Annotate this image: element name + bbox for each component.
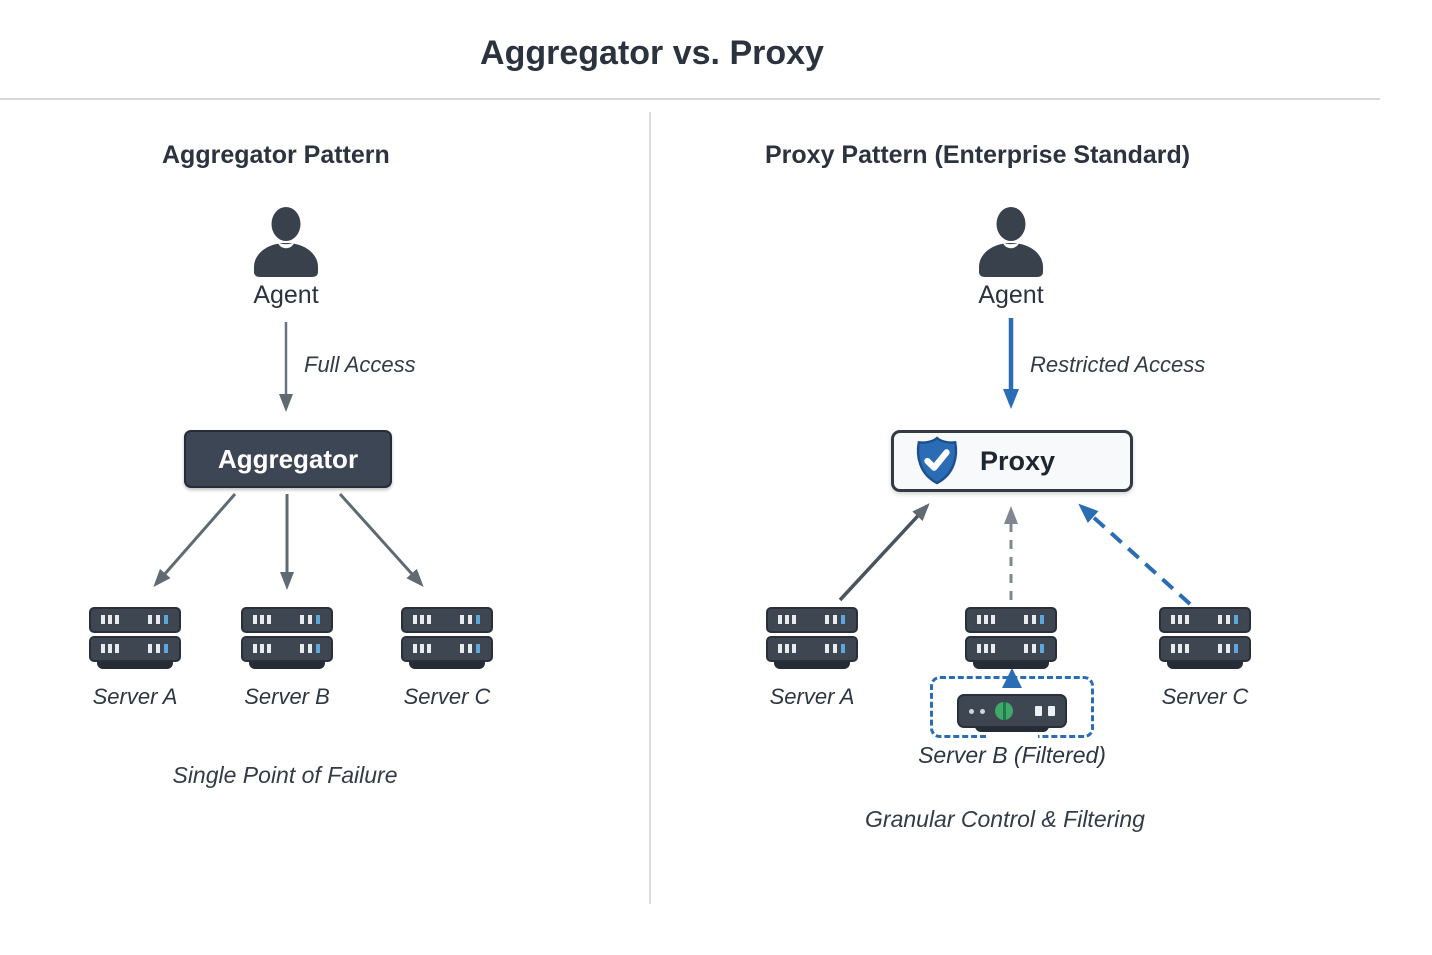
server-a-label-right: Server A [769,684,855,709]
server-b-label-left: Server B [244,684,330,709]
server-a-icon-right [766,607,858,669]
server-a-to-proxy-arrow [838,503,930,602]
server-c-icon-left [401,607,493,669]
proxy-box-label: Proxy [980,445,1056,476]
aggregator-box-label: Aggregator [217,443,359,474]
aggregator-to-server-a-arrow [153,493,237,588]
right-agent-label: Agent [978,281,1044,309]
filtered-server-base [975,726,1049,732]
server-b-icon-left [241,607,333,669]
bracket-gap [986,732,1038,740]
server-a-label-left: Server A [92,684,178,709]
vertical-divider [649,112,651,904]
horizontal-divider [0,98,1380,100]
agent-icon [246,203,326,281]
right-panel-heading: Proxy Pattern (Enterprise Standard) [765,141,1191,169]
page-title: Aggregator vs. Proxy [480,34,824,72]
server-c-label-right: Server C [1161,684,1249,709]
green-status-light [995,702,1013,720]
filtered-server-label: Server B (Filtered) [918,742,1106,768]
right-panel-caption: Granular Control & Filtering [865,806,1145,832]
left-panel-heading: Aggregator Pattern [162,141,390,169]
left-panel-caption: Single Point of Failure [172,762,398,788]
left-agent-label: Agent [253,281,319,309]
server-c-to-proxy-dashed-arrow [1078,503,1192,606]
proxy-box: Proxy [891,430,1133,492]
server-b-icon-right [965,607,1057,669]
restricted-access-label: Restricted Access [1030,352,1206,377]
filtered-server-icon [957,694,1067,728]
aggregator-box: Aggregator [184,430,392,488]
server-c-icon-right [1159,607,1251,669]
agent-icon [971,203,1051,281]
server-c-label-left: Server C [403,684,491,709]
shield-check-icon [914,436,960,486]
filter-bracket [930,676,1094,740]
aggregator-to-server-c-arrow [338,492,424,587]
full-access-label: Full Access [304,352,416,377]
server-a-icon-left [89,607,181,669]
